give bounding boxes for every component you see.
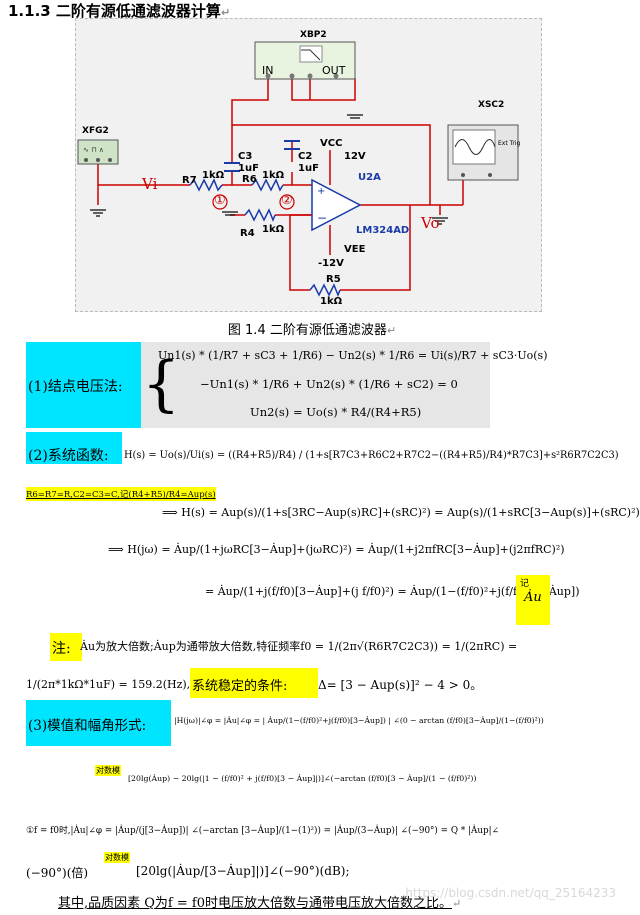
- sys-label-highlight: [26, 432, 122, 464]
- case-1-equation: ①f = f0时,|Ȧu|∠φ = |Ȧup/(j[3−Ȧup])| ∠(−ar…: [26, 826, 499, 836]
- brace: {: [142, 349, 181, 419]
- node-equation-1: Un1(s) * (1/R7 + sC3 + 1/R6) − Un2(s) * …: [158, 349, 548, 362]
- mag-label-highlight: [26, 700, 171, 746]
- watermark: https://blog.csdn.net/qq_25164233: [405, 886, 616, 900]
- c3-label: C3: [238, 151, 253, 162]
- svg-text:+: +: [317, 186, 325, 197]
- r4-value: 1kΩ: [262, 224, 285, 235]
- xsc-ext-label: Ext Trig: [498, 140, 521, 147]
- case-1-times: (−90°)(倍): [26, 866, 89, 880]
- xbp-label: XBP2: [300, 30, 327, 40]
- opamp-label: LM324AD: [356, 225, 410, 236]
- r4-label: R4: [240, 228, 255, 239]
- r7-label: R7: [182, 175, 197, 186]
- svg-text:−: −: [317, 211, 327, 225]
- db-equation: [20lg(Ȧup) − 20lg(|1 − (f/f0)² + j(f/f0)…: [128, 774, 477, 783]
- filter-schematic: + − ∿ ⊓ ∧: [77, 41, 519, 298]
- vcc-value: 12V: [344, 151, 366, 162]
- au-symbol: Ȧu: [524, 590, 542, 605]
- svg-text:∿ ⊓ ∧: ∿ ⊓ ∧: [83, 146, 104, 154]
- r5-label: R5: [326, 274, 341, 285]
- hjw-equation: ⟹ H(jω) = Ȧup/(1+jωRC[3−Ȧup]+(jωRC)²) = …: [108, 543, 565, 556]
- node-label: (1)结点电压法:: [28, 379, 123, 395]
- node-equations-box: [141, 342, 490, 428]
- vi-label: Vi: [142, 175, 158, 193]
- u2a-label: U2A: [358, 172, 381, 183]
- xbp-in-label: IN: [262, 64, 274, 77]
- r7-value: 1kΩ: [202, 170, 225, 181]
- r6-value: 1kΩ: [262, 170, 285, 181]
- xfg-label: XFG2: [82, 126, 109, 136]
- vee-label: VEE: [344, 244, 366, 255]
- condition-note: R6=R7=R,C2=C3=C,记(R4+R5)/R4=Aup(s): [26, 487, 216, 501]
- c3-value: 1uF: [238, 163, 259, 174]
- node-2-label: ②: [281, 193, 293, 208]
- stab-text: Δ= [3 − Aup(s)]² − 4 > 0。: [318, 678, 483, 692]
- note-highlight: [50, 633, 82, 661]
- node-equation-3: Un2(s) = Uo(s) * R4/(R4+R5): [250, 405, 422, 419]
- vee-value: -12V: [318, 258, 344, 269]
- case-1-db-tag: 对数模: [104, 852, 130, 863]
- c2-label: C2: [298, 151, 313, 162]
- system-function: H(s) = Uo(s)/Ui(s) = ((R4+R5)/R4) / (1+s…: [124, 450, 619, 461]
- f0-value: 1/(2π*1kΩ*1uF) = 159.2(Hz),: [26, 678, 191, 691]
- au-highlight: [516, 575, 550, 625]
- r5-value: 1kΩ: [320, 296, 343, 307]
- section-heading: 1.1.3 二阶有源低通滤波器计算↵: [8, 2, 231, 20]
- note-tag: 注:: [52, 641, 71, 657]
- figure-caption: 图 1.4 二阶有源低通滤波器↵: [227, 323, 397, 338]
- last-line: 其中,品质因素 Q为f = f0时电压放大倍数与通带电压放大倍数之比。↵: [58, 896, 462, 911]
- vcc-label: VCC: [320, 138, 343, 149]
- c2-value: 1uF: [298, 163, 319, 174]
- stab-highlight: [190, 668, 318, 698]
- node-1-label: ①: [214, 193, 226, 208]
- hjw-equation-2: = Ȧup/(1+j(f/f0)[3−Ȧup]+(j f/f0)²) = Ȧup…: [205, 585, 580, 598]
- ji-label: 记: [520, 579, 530, 589]
- hs-equation: ⟹ H(s) = Aup(s)/(1+s[3RC−Aup(s)RC]+(sRC)…: [162, 506, 640, 519]
- xbp-out-label: OUT: [322, 64, 346, 77]
- mag-label: (3)模值和幅角形式:: [28, 718, 147, 734]
- xsc-label: XSC2: [478, 100, 505, 110]
- db-tag: 对数模: [95, 765, 121, 776]
- stab-tag: 系统稳定的条件:: [192, 679, 288, 694]
- sys-label: (2)系统函数:: [28, 448, 109, 464]
- r6-label: R6: [242, 174, 257, 185]
- note-text: Ȧu为放大倍数;Ȧup为通带放大倍数,特征频率f0 = 1/(2π√(R6R7C…: [80, 640, 518, 653]
- node-label-highlight: [26, 342, 141, 428]
- mag-equation: |H(jω)|∠φ = |Ȧu|∠φ = | Ȧup/(1−(f/f0)²+j(…: [174, 716, 544, 725]
- case-1-db: [20lg(|Ȧup/[3−Ȧup]|)]∠(−90°)(dB);: [136, 864, 350, 878]
- node-equation-2: −Un1(s) * 1/R6 + Un2(s) * (1/R6 + sC2) =…: [200, 377, 458, 391]
- vo-label: Vo: [421, 214, 440, 232]
